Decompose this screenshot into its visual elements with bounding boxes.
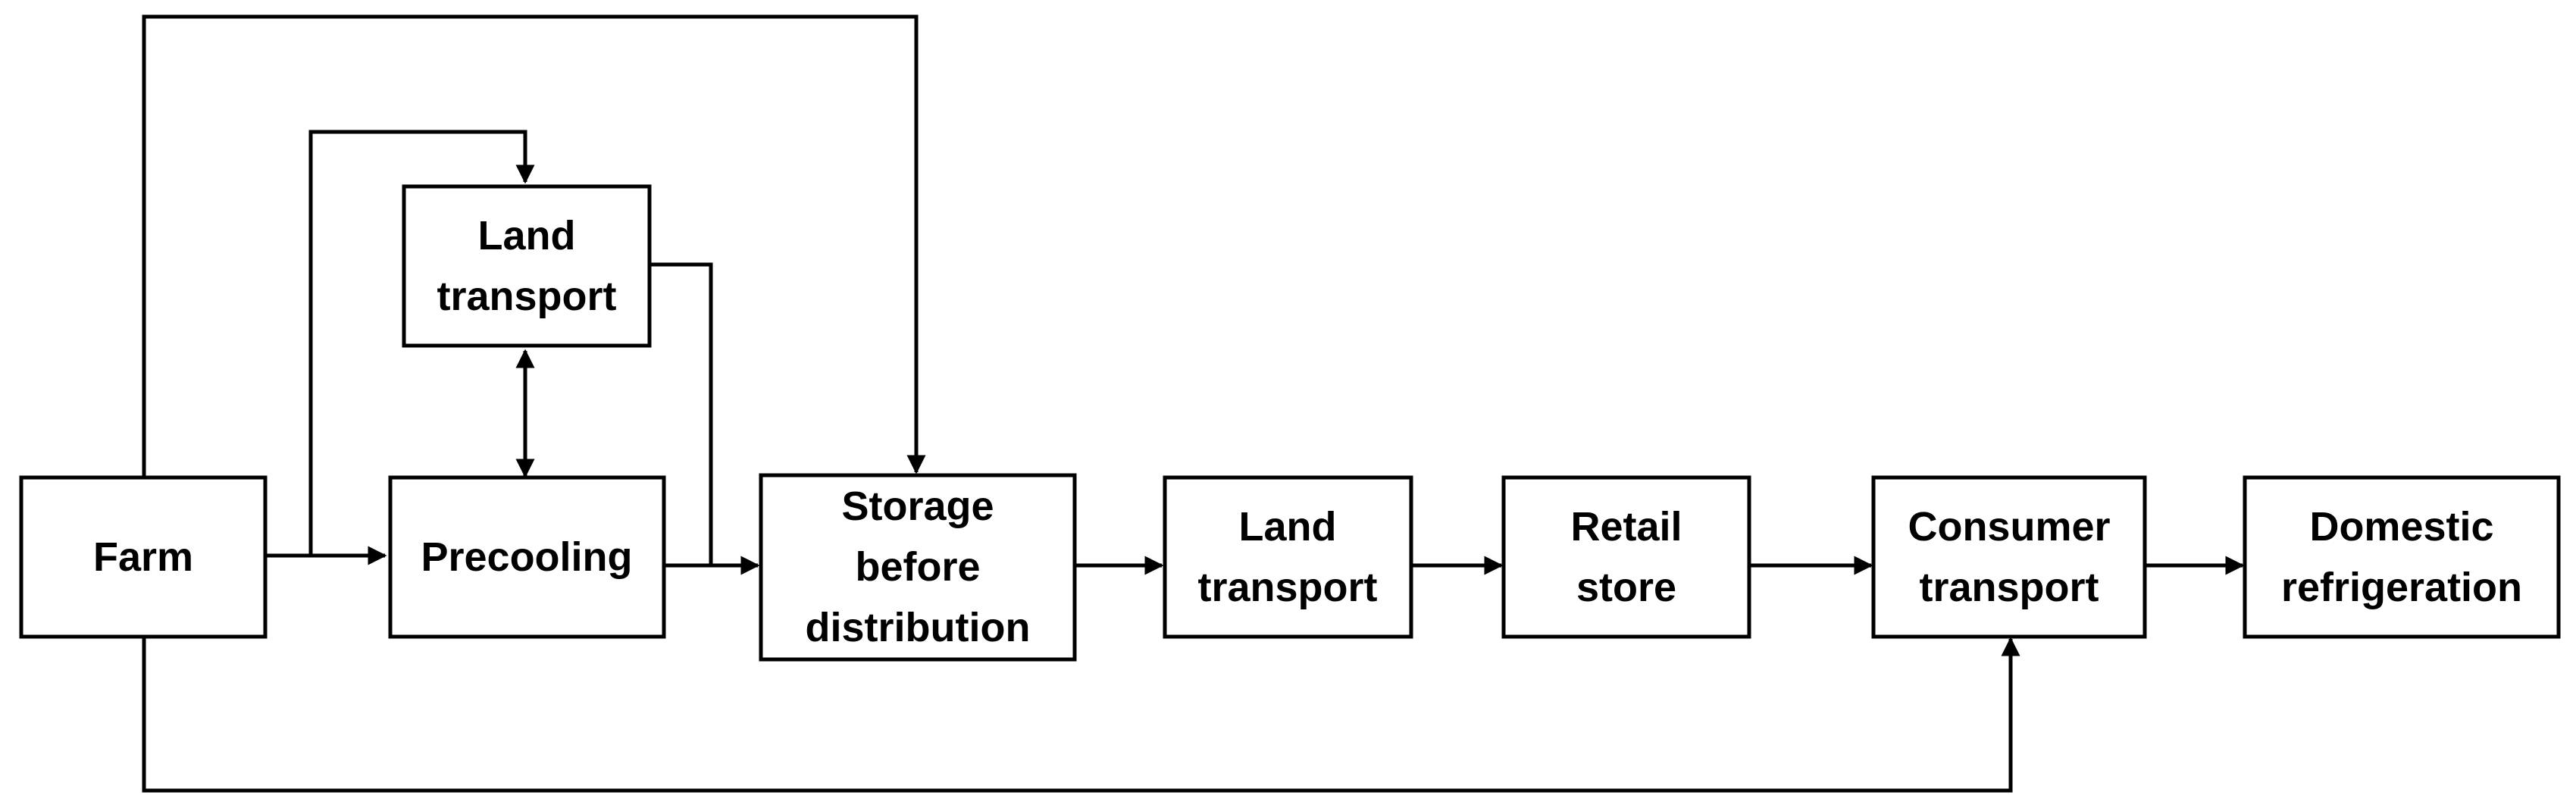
node-label-line: Land	[478, 213, 576, 258]
node-label-line: transport	[437, 274, 616, 319]
node-consumer-transport: Consumer transport	[1871, 475, 2147, 639]
node-farm: Farm	[19, 475, 268, 639]
node-label: Farm	[93, 534, 193, 580]
node-label: Precooling	[421, 534, 632, 580]
node-label-line: transport	[1197, 565, 1377, 610]
node-label-line: Farm	[93, 534, 193, 580]
node-label-line: Storage	[841, 484, 994, 529]
edge-farm-to-land-transport-top	[308, 130, 535, 556]
node-label: Storage before distribution	[806, 484, 1031, 650]
node-label-line: distribution	[806, 605, 1031, 650]
node-label-line: store	[1576, 565, 1676, 610]
node-label-line: refrigeration	[2281, 565, 2522, 610]
node-label-line: before	[855, 544, 980, 590]
node-storage-before-distribution: Storage before distribution	[759, 473, 1077, 662]
node-label-line: Retail	[1570, 504, 1682, 550]
node-label-line: transport	[1919, 565, 2099, 610]
node-precooling: Precooling	[388, 475, 666, 639]
node-label: Land transport	[437, 213, 616, 319]
connectors	[142, 14, 2245, 793]
node-land-transport-top: Land transport	[402, 184, 652, 348]
edge-farm-to-consumer-transport	[142, 637, 2020, 793]
node-domestic-refrigeration: Domestic refrigeration	[2243, 475, 2561, 639]
node-label: Consumer transport	[1908, 504, 2110, 610]
node-label-line: Consumer	[1908, 504, 2110, 550]
node-label: Retail store	[1570, 504, 1682, 610]
node-label-line: Precooling	[421, 534, 632, 580]
node-label: Domestic refrigeration	[2281, 504, 2522, 610]
node-land-transport: Land transport	[1163, 475, 1413, 639]
edge-farm-to-storage	[142, 14, 926, 478]
node-label: Land transport	[1197, 504, 1377, 610]
node-label-line: Domestic	[2309, 504, 2493, 550]
node-label-line: Land	[1239, 504, 1337, 550]
node-retail-store: Retail store	[1501, 475, 1751, 639]
edge-land-transport-top-to-storage	[649, 262, 713, 565]
